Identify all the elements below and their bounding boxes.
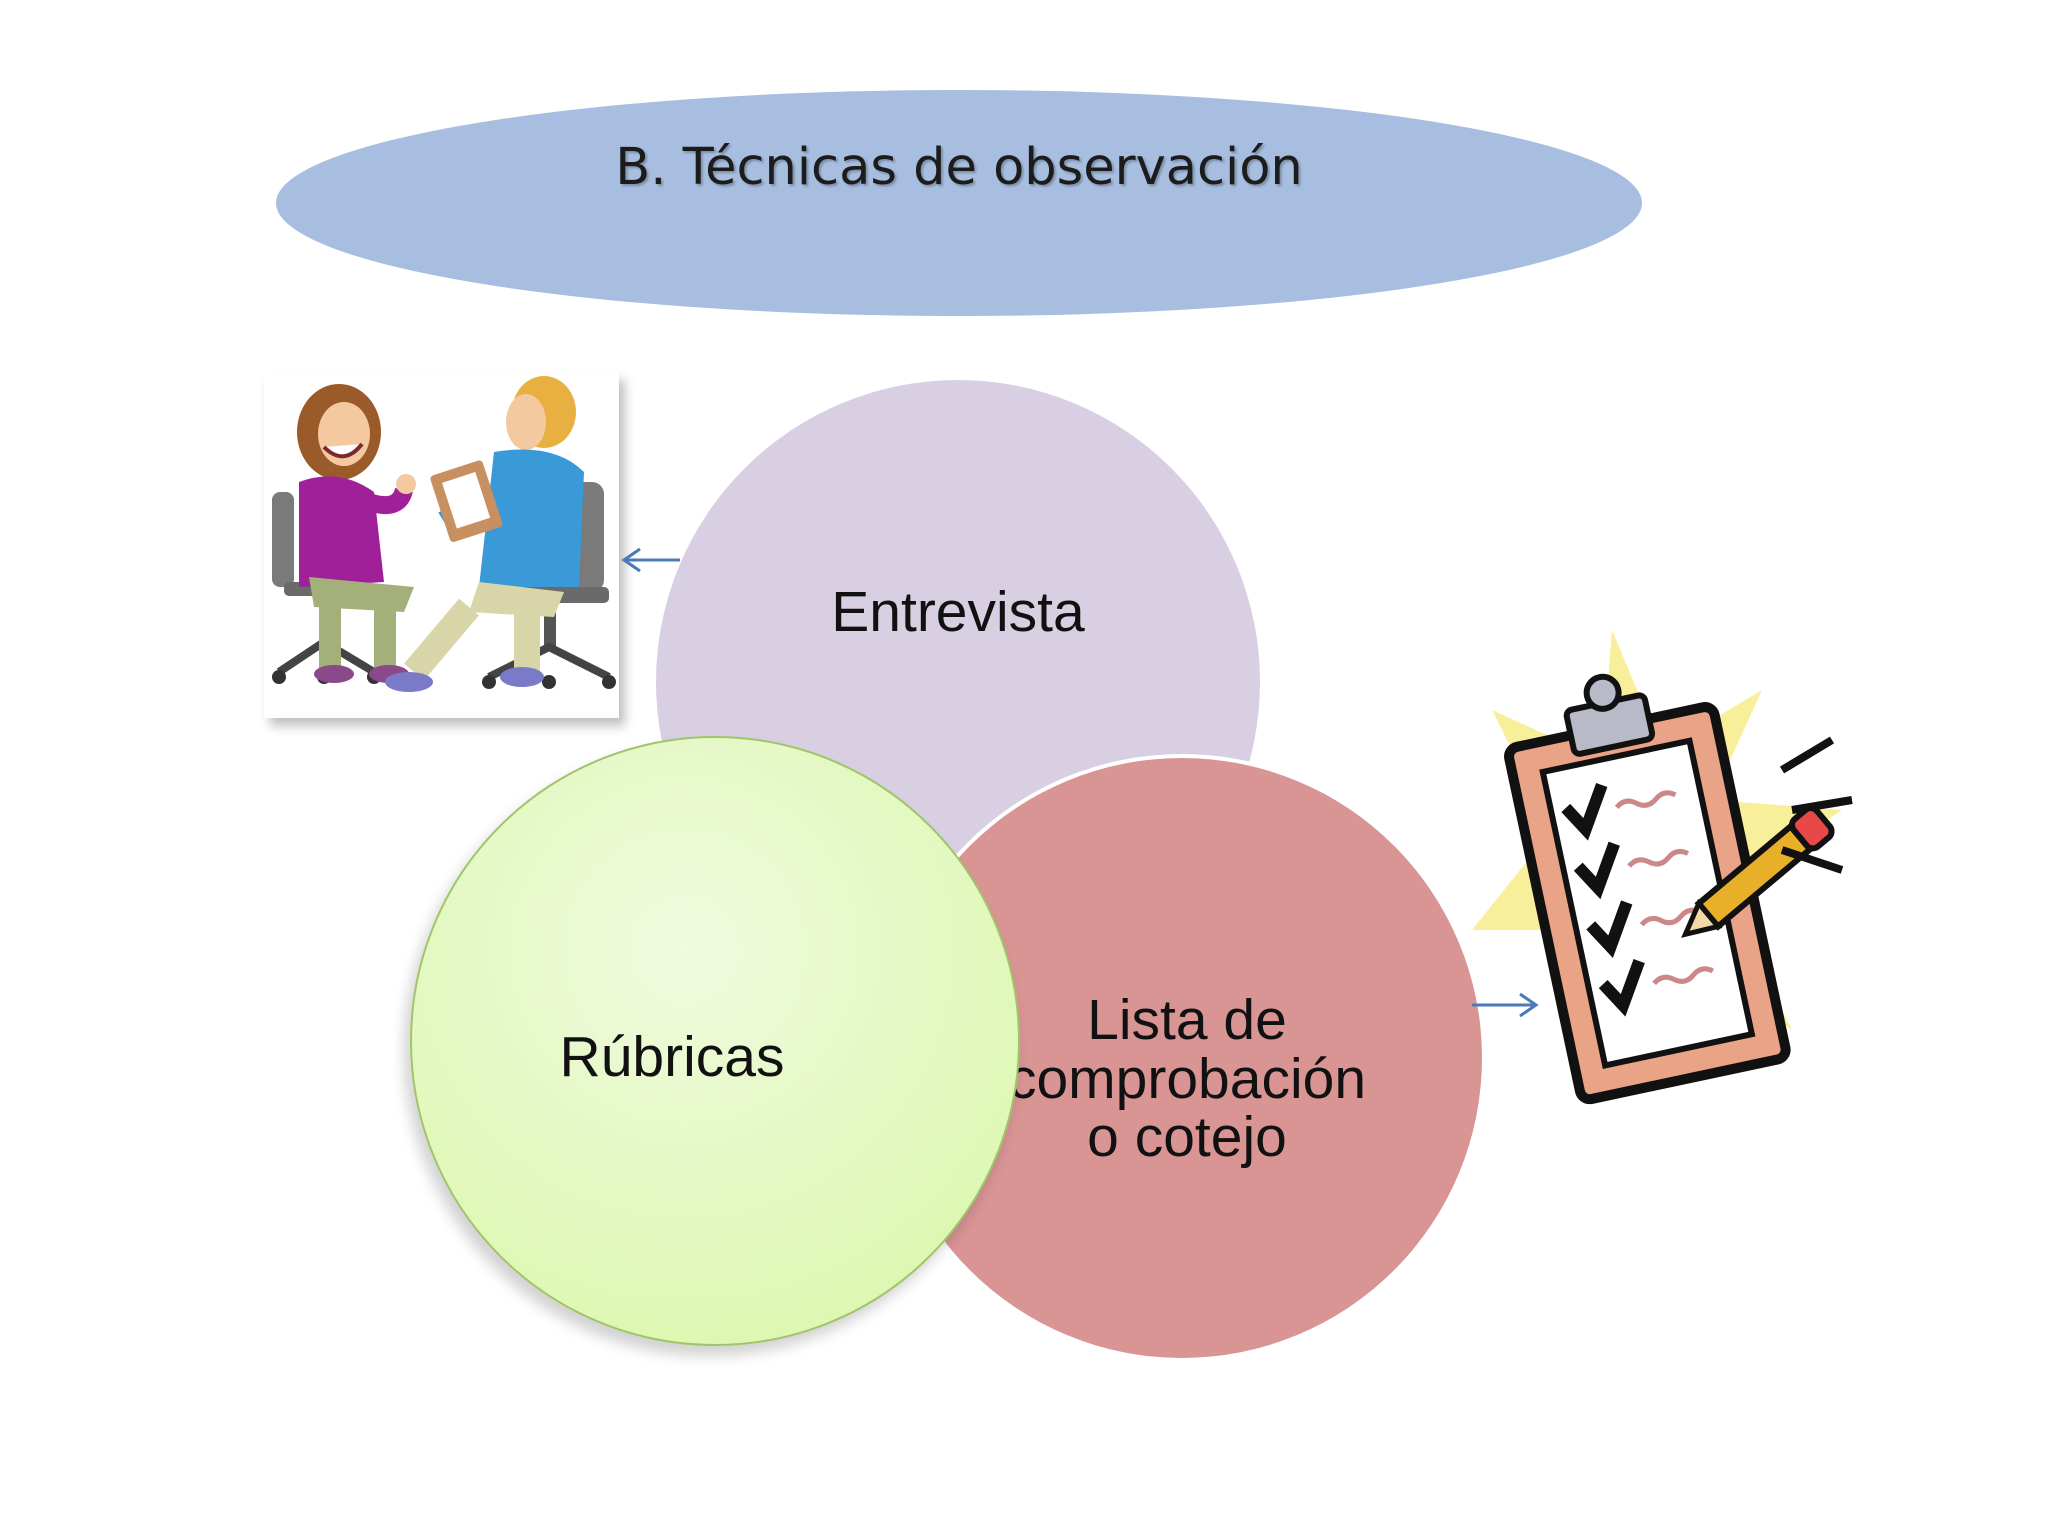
interview-illustration [264, 372, 619, 718]
checklist-illustration [1462, 630, 1862, 1150]
checklist-clipart-icon [1472, 630, 1853, 1105]
arrow-to-interview-icon [621, 547, 680, 573]
entrevista-label: Entrevista [831, 580, 1085, 644]
slide-title: B. Técnicas de observación [615, 138, 1303, 197]
title-ellipse: B. Técnicas de observación [276, 90, 1642, 316]
interview-clipart-icon [272, 376, 616, 692]
lista-cotejo-circle: Lista de comprobación o cotejo [882, 758, 1482, 1358]
lista-cotejo-line-1: Lista de [1087, 988, 1287, 1052]
lista-cotejo-label: Lista de comprobación o cotejo [942, 991, 1432, 1167]
rubricas-label: Rúbricas [559, 1025, 785, 1089]
lista-cotejo-line-2: comprobación [1007, 1046, 1367, 1111]
lista-cotejo-line-3: o cotejo [1087, 1105, 1287, 1170]
arrow-to-checklist-icon [1472, 992, 1539, 1018]
rubricas-circle: Rúbricas [410, 736, 1020, 1346]
